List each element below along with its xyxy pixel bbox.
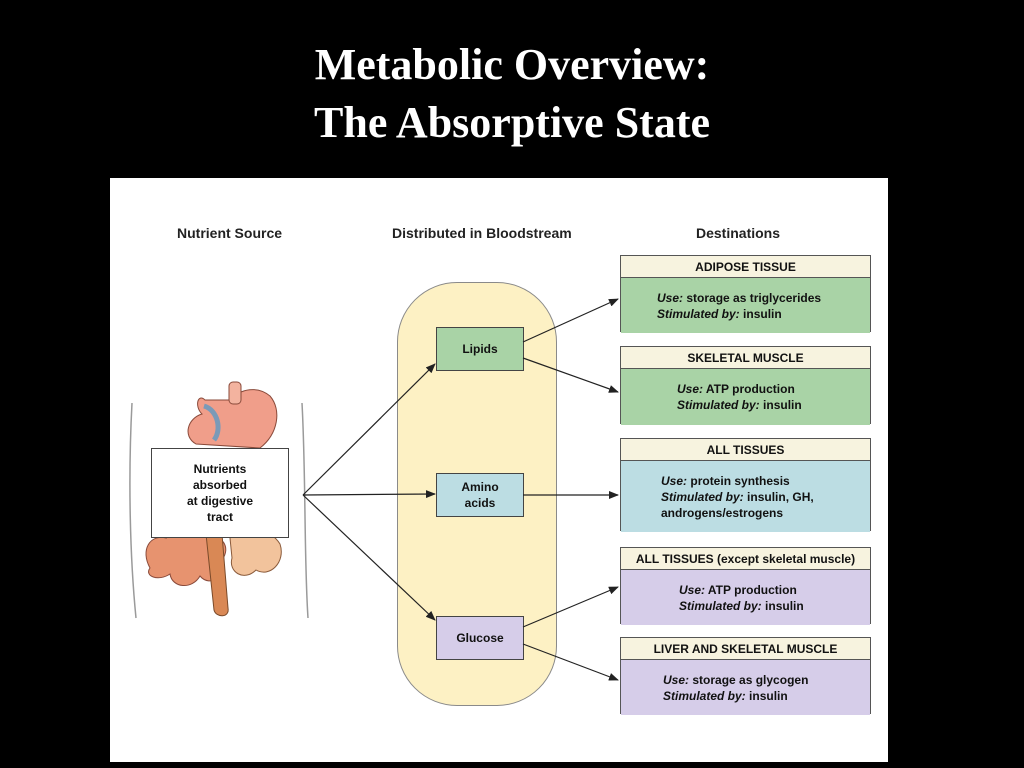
amino-acids-box: Amino acids: [436, 473, 524, 517]
slide-title: Metabolic Overview: The Absorptive State: [0, 36, 1024, 152]
destination-all-tissues: ALL TISSUES Use: protein synthesis Stimu…: [620, 438, 871, 532]
amino-acids-label: acids: [464, 496, 496, 510]
arrow-lipids-to-skeletal-muscle: [522, 357, 619, 393]
destination-details: Use: ATP production Stimulated by: insul…: [621, 369, 870, 425]
stimulated-label: Stimulated by:: [679, 598, 762, 613]
use-label: Use:: [679, 582, 706, 597]
destination-title: ADIPOSE TISSUE: [621, 256, 870, 278]
stimulated-value: insulin: [743, 306, 782, 321]
lipids-box: Lipids: [436, 327, 524, 371]
use-label: Use:: [663, 672, 690, 687]
use-label: Use:: [657, 290, 684, 305]
lipids-label: Lipids: [462, 342, 498, 356]
stimulated-label: Stimulated by:: [663, 688, 746, 703]
stimulated-value: insulin: [749, 688, 788, 703]
destination-details: Use: ATP production Stimulated by: insul…: [621, 570, 870, 625]
source-line: absorbed: [192, 478, 247, 492]
use-value: ATP production: [707, 582, 797, 597]
destination-details: Use: storage as glycogen Stimulated by: …: [621, 660, 870, 715]
destination-title: SKELETAL MUSCLE: [621, 347, 870, 369]
arrow-glucose-to-all-tissues: [522, 586, 619, 628]
header-distributed-in-bloodstream: Distributed in Bloodstream: [392, 225, 572, 241]
stimulated-label: Stimulated by:: [657, 306, 740, 321]
stimulated-label: Stimulated by:: [677, 398, 760, 412]
header-nutrient-source: Nutrient Source: [177, 225, 283, 241]
destination-liver-and-skeletal-muscle: LIVER AND SKELETAL MUSCLE Use: storage a…: [620, 637, 871, 715]
stimulated-value: insulin: [763, 398, 802, 412]
nutrients-absorbed-box: Nutrients absorbed at digestive tract: [151, 448, 289, 538]
use-label: Use:: [661, 473, 688, 488]
use-label: Use:: [677, 382, 704, 396]
stimulated-value: insulin: [765, 598, 804, 613]
use-value: storage as glycogen: [692, 672, 809, 687]
stimulated-value-continued: androgens/estrogens: [661, 505, 784, 520]
amino-acids-label: Amino: [461, 480, 499, 494]
slide-title-line-1: Metabolic Overview:: [314, 40, 710, 89]
use-value: ATP production: [705, 382, 795, 396]
arrow-to-lipids: [302, 363, 436, 496]
arrow-to-glucose: [302, 494, 436, 621]
slide-title-line-2: The Absorptive State: [314, 98, 710, 147]
source-line: tract: [206, 510, 233, 524]
arrow-to-amino-acids: [302, 490, 436, 499]
destination-title: ALL TISSUES (except skeletal muscle): [621, 548, 870, 570]
source-line: Nutrients: [193, 462, 247, 476]
use-value: protein synthesis: [690, 473, 790, 488]
destination-details: Use: protein synthesis Stimulated by: in…: [621, 461, 870, 532]
use-value: storage as triglycerides: [686, 290, 822, 305]
arrow-lipids-to-adipose: [522, 298, 619, 343]
destination-skeletal-muscle: SKELETAL MUSCLE Use: ATP production Stim…: [620, 346, 871, 425]
destination-details: Use: storage as triglycerides Stimulated…: [621, 278, 870, 333]
destination-title: ALL TISSUES: [621, 439, 870, 461]
stimulated-label: Stimulated by:: [661, 489, 744, 504]
flow-arrows: [302, 298, 619, 681]
glucose-label: Glucose: [456, 631, 504, 645]
glucose-box: Glucose: [436, 616, 524, 660]
arrow-glucose-to-liver-muscle: [522, 643, 619, 681]
destination-title: LIVER AND SKELETAL MUSCLE: [621, 638, 870, 660]
stimulated-value: insulin, GH,: [747, 489, 814, 504]
destination-all-tissues-except-skeletal-muscle: ALL TISSUES (except skeletal muscle) Use…: [620, 547, 871, 625]
destination-adipose-tissue: ADIPOSE TISSUE Use: storage as triglycer…: [620, 255, 871, 333]
header-destinations: Destinations: [696, 225, 781, 241]
source-line: at digestive: [186, 494, 254, 508]
diagram-panel: Nutrient Source Distributed in Bloodstre…: [110, 178, 888, 762]
